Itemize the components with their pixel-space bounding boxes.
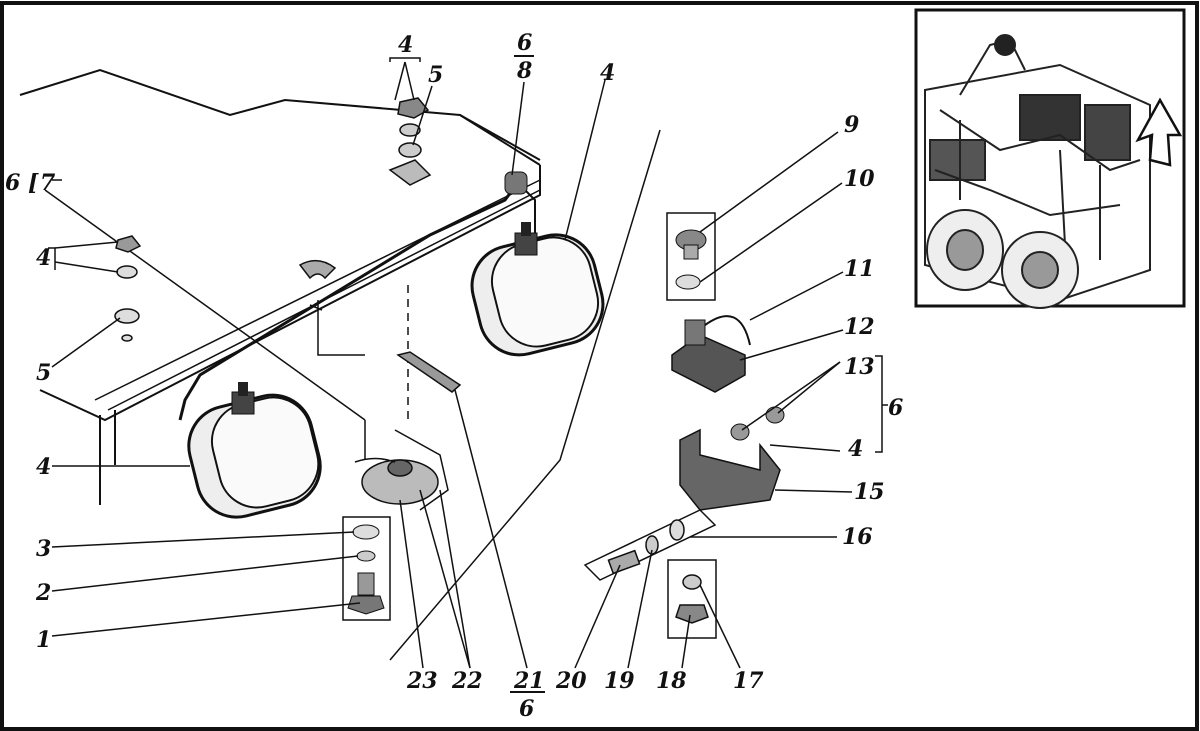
callout-22: 22 — [451, 668, 483, 694]
tractor-location-inset — [914, 8, 1186, 309]
bolt-stack-left — [342, 516, 391, 621]
callout-12: 12 — [844, 314, 875, 340]
callout-21-numerator: 21 — [513, 668, 545, 694]
fraction-bars — [510, 55, 545, 693]
callout-16: 16 — [842, 524, 873, 550]
hardware-set-right — [583, 509, 717, 639]
callout-6-7-suffix: 7 — [40, 170, 56, 196]
callout-4-left-lamp: 4 — [36, 454, 51, 480]
callout-leaders — [48, 57, 888, 669]
callout-6-8-numerator: 6 — [517, 30, 532, 56]
callout-10: 10 — [844, 166, 875, 192]
callout-9: 9 — [844, 112, 859, 138]
roof-hardware-top — [388, 97, 432, 186]
callout-11: 11 — [844, 256, 875, 282]
relay-assembly — [666, 212, 751, 393]
callout-4-right-lamp: 4 — [600, 60, 615, 86]
callout-labels: 1 2 3 4 4 4 4 4 5 5 6 8 6 7 [ 6 9 10 11 … — [5, 30, 903, 722]
callout-5-top: 5 — [428, 62, 443, 88]
callout-19: 19 — [604, 668, 635, 694]
location-arrow-icon — [1135, 97, 1183, 167]
callout-4-roof-left: 4 — [36, 245, 51, 271]
lamp-mount-base — [354, 429, 449, 511]
left-headlamp — [187, 382, 322, 519]
callout-6-side: 6 — [888, 395, 903, 421]
callout-17: 17 — [733, 668, 764, 694]
callout-2: 2 — [35, 580, 51, 606]
callout-5-left: 5 — [36, 360, 51, 386]
bracket-glyph: [ — [28, 170, 39, 196]
right-headlamp — [470, 222, 605, 357]
callout-23: 23 — [406, 668, 438, 694]
callout-6-8-denominator: 8 — [516, 58, 532, 84]
callout-1: 1 — [36, 627, 51, 653]
callout-13: 13 — [844, 354, 875, 380]
roof-hardware-left — [114, 235, 337, 342]
callout-6-7-prefix: 6 — [5, 170, 20, 196]
callout-4-roof-top: 4 — [398, 32, 413, 58]
wire-clamp — [396, 351, 462, 393]
callout-4-bracket: 4 — [848, 436, 863, 462]
callout-20: 20 — [555, 668, 587, 694]
wiring-harness — [178, 179, 522, 421]
callout-3: 3 — [36, 536, 51, 562]
inset-wheels — [926, 209, 1079, 309]
callout-15: 15 — [854, 479, 885, 505]
cable-grommet — [504, 171, 528, 195]
mounting-bracket — [679, 406, 785, 511]
callout-21-denominator: 6 — [519, 696, 534, 722]
callout-18: 18 — [656, 668, 687, 694]
